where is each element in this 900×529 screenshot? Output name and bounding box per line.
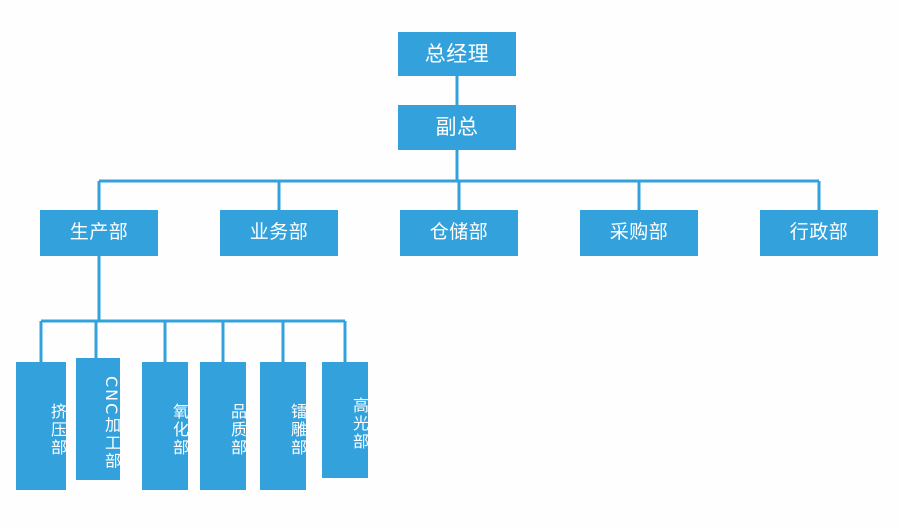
node-cnc-machining-label: CNC加工部 bbox=[102, 375, 121, 471]
node-laser-engraving[interactable]: 镭雕部 bbox=[260, 362, 307, 490]
node-warehouse[interactable]: 仓储部 bbox=[400, 210, 518, 256]
node-administration-label: 行政部 bbox=[789, 221, 849, 244]
node-production[interactable]: 生产部 bbox=[40, 210, 158, 256]
node-cnc-machining[interactable]: CNC加工部 bbox=[76, 358, 121, 480]
node-quality[interactable]: 品质部 bbox=[200, 362, 247, 490]
node-anodizing-label: 氧化部 bbox=[170, 403, 189, 457]
node-purchasing-label: 采购部 bbox=[609, 221, 669, 244]
node-deputy-general-manager-label: 副总 bbox=[435, 115, 479, 140]
node-business-label: 业务部 bbox=[249, 221, 309, 244]
node-general-manager-label: 总经理 bbox=[424, 41, 490, 66]
node-administration[interactable]: 行政部 bbox=[760, 210, 878, 256]
node-anodizing[interactable]: 氧化部 bbox=[142, 362, 189, 490]
node-laser-engraving-label: 镭雕部 bbox=[288, 403, 307, 457]
node-general-manager[interactable]: 总经理 bbox=[398, 32, 516, 76]
node-high-gloss[interactable]: 高光部 bbox=[322, 362, 369, 478]
node-extrusion-label: 挤压部 bbox=[48, 403, 67, 457]
node-production-label: 生产部 bbox=[69, 221, 129, 244]
node-warehouse-label: 仓储部 bbox=[429, 221, 489, 244]
node-deputy-general-manager[interactable]: 副总 bbox=[398, 105, 516, 150]
node-purchasing[interactable]: 采购部 bbox=[580, 210, 698, 256]
node-quality-label: 品质部 bbox=[228, 403, 247, 457]
node-high-gloss-label: 高光部 bbox=[350, 397, 369, 451]
node-business[interactable]: 业务部 bbox=[220, 210, 338, 256]
node-extrusion[interactable]: 挤压部 bbox=[16, 362, 67, 490]
